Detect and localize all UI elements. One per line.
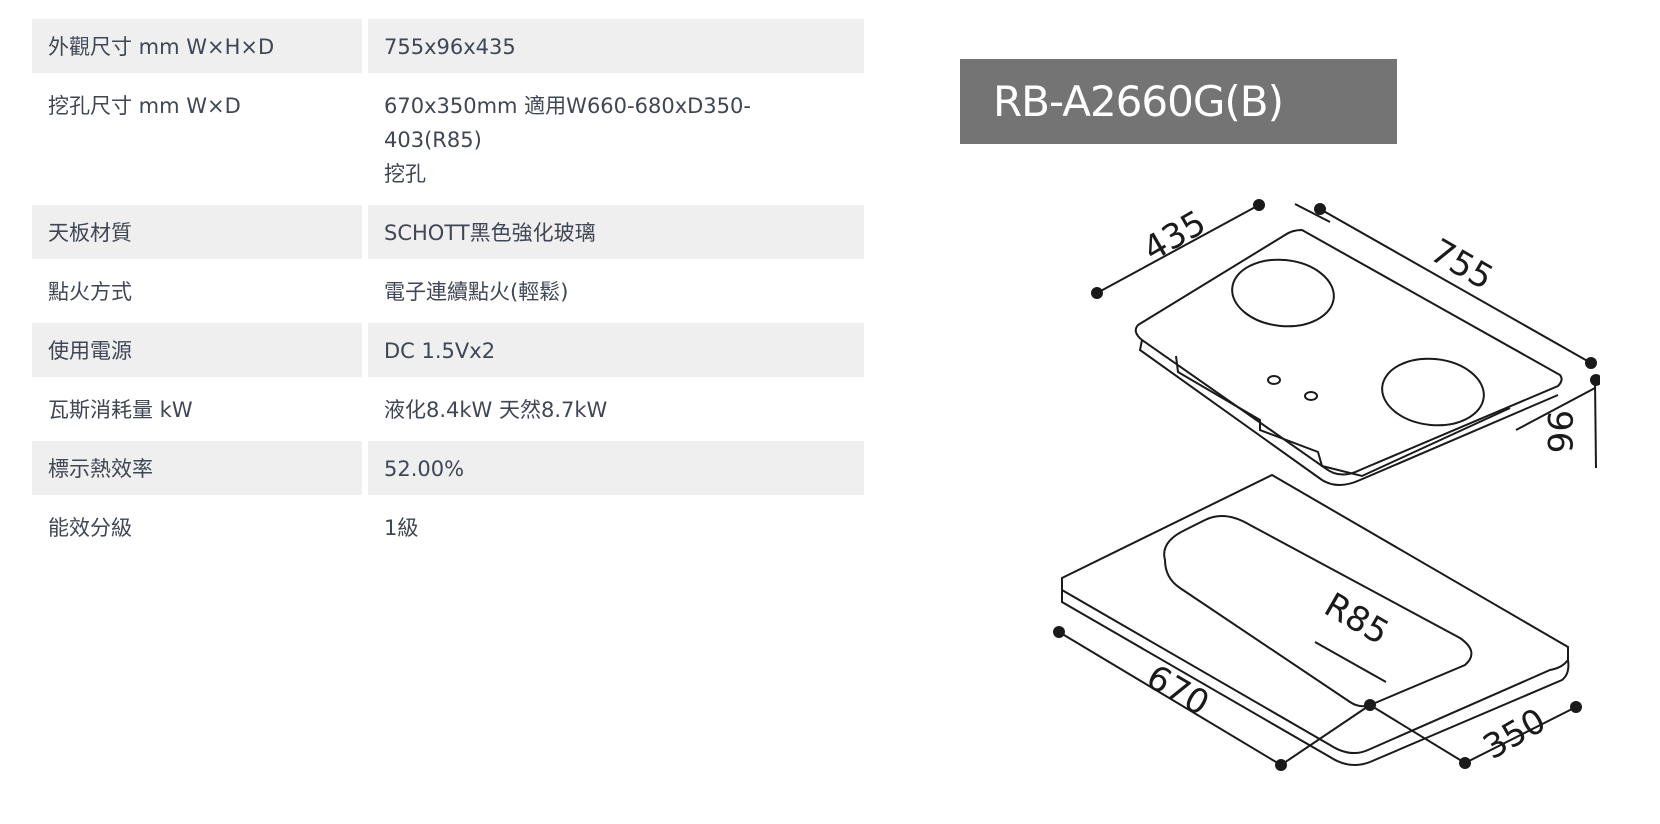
spec-row-energy-grade: 能效分級 1級 xyxy=(32,500,864,554)
spec-label: 標示熱效率 xyxy=(32,441,362,495)
spec-row-cutout: 挖孔尺寸 mm W×D 670x350mm 適用W660-680xD350-40… xyxy=(32,78,864,200)
dim-radius-label: R85 xyxy=(1318,585,1396,653)
spec-value: 電子連續點火(輕鬆) xyxy=(384,280,569,304)
countertop-drawing xyxy=(1061,473,1570,767)
spec-label: 天板材質 xyxy=(32,205,362,259)
dimension-diagram: 435 755 96 R85 670 350 xyxy=(1053,199,1600,771)
spec-value: SCHOTT黑色強化玻璃 xyxy=(368,205,864,259)
spec-row-ignition: 點火方式 電子連續點火(輕鬆) xyxy=(32,264,864,318)
spec-row-power: 使用電源 DC 1.5Vx2 xyxy=(32,323,864,377)
countertop-front xyxy=(1061,590,1570,767)
cooktop-underbody xyxy=(1175,355,1511,478)
control-knob-left xyxy=(1267,375,1281,385)
spec-label: 挖孔尺寸 mm W×D xyxy=(48,94,241,118)
spec-label: 點火方式 xyxy=(48,280,132,304)
spec-label: 外觀尺寸 mm W×H×D xyxy=(32,19,362,73)
spec-label: 使用電源 xyxy=(32,323,362,377)
spec-value: 52.00% xyxy=(368,441,864,495)
spec-value: 1級 xyxy=(384,516,419,540)
countertop-dimensions xyxy=(1053,626,1582,771)
dim-cutout-width-label: 670 xyxy=(1140,657,1216,724)
cooktop-outline xyxy=(1134,228,1563,476)
model-name: RB-A2660G(B) xyxy=(993,77,1284,126)
cutout-outline xyxy=(1163,515,1473,708)
spec-row-efficiency: 標示熱效率 52.00% xyxy=(32,441,864,495)
control-knob-right xyxy=(1304,391,1318,401)
spec-value: DC 1.5Vx2 xyxy=(368,323,864,377)
burner-left xyxy=(1231,258,1335,328)
cooktop-drawing xyxy=(1134,228,1563,486)
spec-value: 670x350mm 適用W660-680xD350-403(R85) 挖孔 xyxy=(384,94,751,186)
dim-depth-label: 435 xyxy=(1137,203,1213,270)
model-badge: RB-A2660G(B) xyxy=(960,59,1397,144)
spec-label: 能效分級 xyxy=(48,516,132,540)
spec-table: 外觀尺寸 mm W×H×D 755x96x435 挖孔尺寸 mm W×D 670… xyxy=(32,19,864,559)
spec-label: 瓦斯消耗量 kW xyxy=(48,398,193,422)
spec-row-size: 外觀尺寸 mm W×H×D 755x96x435 xyxy=(32,19,864,73)
spec-value: 755x96x435 xyxy=(368,19,864,73)
cooktop-front-edge xyxy=(1138,339,1559,486)
spec-row-gas: 瓦斯消耗量 kW 液化8.4kW 天然8.7kW xyxy=(32,382,864,436)
spec-row-material: 天板材質 SCHOTT黑色強化玻璃 xyxy=(32,205,864,259)
burner-right xyxy=(1381,357,1485,427)
spec-value: 液化8.4kW 天然8.7kW xyxy=(384,398,608,422)
dim-width-label: 755 xyxy=(1424,231,1500,298)
cooktop-dimensions xyxy=(1091,199,1600,469)
countertop-top xyxy=(1061,473,1569,755)
dim-height-label: 96 xyxy=(1539,410,1579,453)
